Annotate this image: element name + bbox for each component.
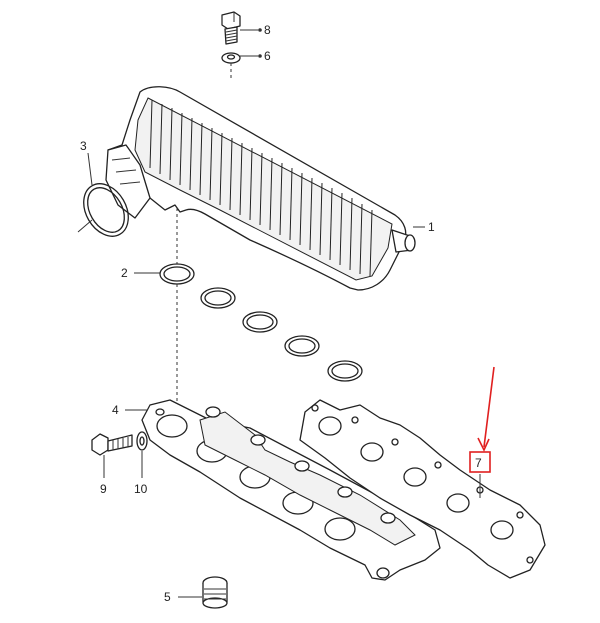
intake-gasket-2b bbox=[200, 287, 236, 309]
callout-4: 4 bbox=[112, 403, 119, 417]
washer-part-10 bbox=[136, 431, 148, 451]
intake-plenum-part-1 bbox=[105, 86, 416, 291]
callout-6: 6 bbox=[264, 49, 271, 63]
callout-5: 5 bbox=[164, 590, 171, 604]
intake-gasket-2e bbox=[327, 360, 363, 382]
bolt-part-9 bbox=[91, 433, 133, 456]
o-ring-part-3 bbox=[83, 183, 129, 237]
callout-9: 9 bbox=[100, 482, 107, 496]
intake-gasket-2d bbox=[284, 335, 320, 357]
highlight-box bbox=[469, 451, 491, 473]
callout-3: 3 bbox=[80, 139, 87, 153]
washer-part-6 bbox=[221, 52, 241, 64]
highlight-arrow bbox=[483, 366, 495, 448]
intake-gasket-2c bbox=[242, 311, 278, 333]
callout-7: 7 bbox=[475, 456, 482, 470]
callout-10: 10 bbox=[134, 482, 148, 496]
bolt-part-8 bbox=[221, 11, 241, 45]
plug-part-5 bbox=[202, 576, 228, 609]
exhaust-gasket-part-7 bbox=[299, 399, 546, 579]
callout-8: 8 bbox=[264, 23, 271, 37]
callout-1: 1 bbox=[428, 220, 435, 234]
intake-gasket-part-2 bbox=[159, 263, 195, 285]
manifold-part-4 bbox=[141, 399, 441, 581]
callout-2: 2 bbox=[121, 266, 128, 280]
